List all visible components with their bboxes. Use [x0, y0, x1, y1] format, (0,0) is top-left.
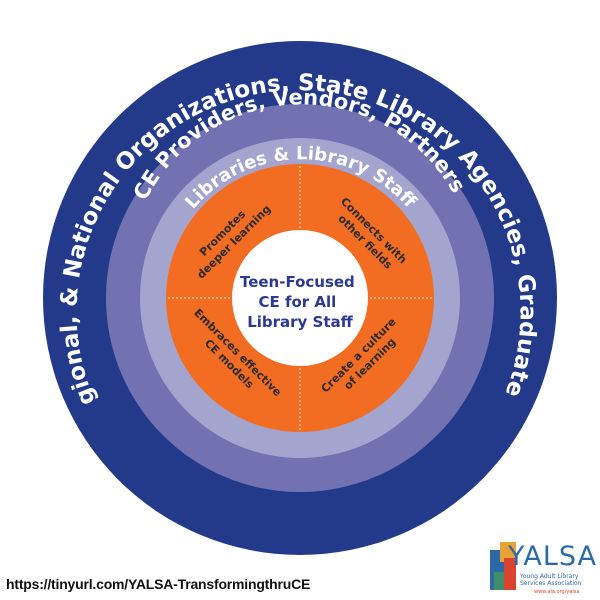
yalsa-logo: YALSA Young Adult Library Services Assoc… [490, 541, 598, 596]
yalsa-logo-url: www.ala.org/yalsa [534, 589, 580, 595]
yalsa-logo-subtitle: Young Adult Library Services Association [520, 573, 582, 587]
footer-link[interactable]: https://tinyurl.com/YALSA-Transformingth… [6, 576, 311, 592]
center-line-1: Teen-Focused [240, 273, 355, 291]
center-line-3: Library Staff [247, 313, 353, 331]
yalsa-logo-word: YALSA [508, 541, 598, 572]
center-line-2: CE for All [258, 293, 336, 311]
center-disc [232, 230, 368, 366]
yalsa-logo-mark [490, 542, 516, 590]
center-title: Teen-Focused CE for All Library Staff [240, 273, 360, 331]
